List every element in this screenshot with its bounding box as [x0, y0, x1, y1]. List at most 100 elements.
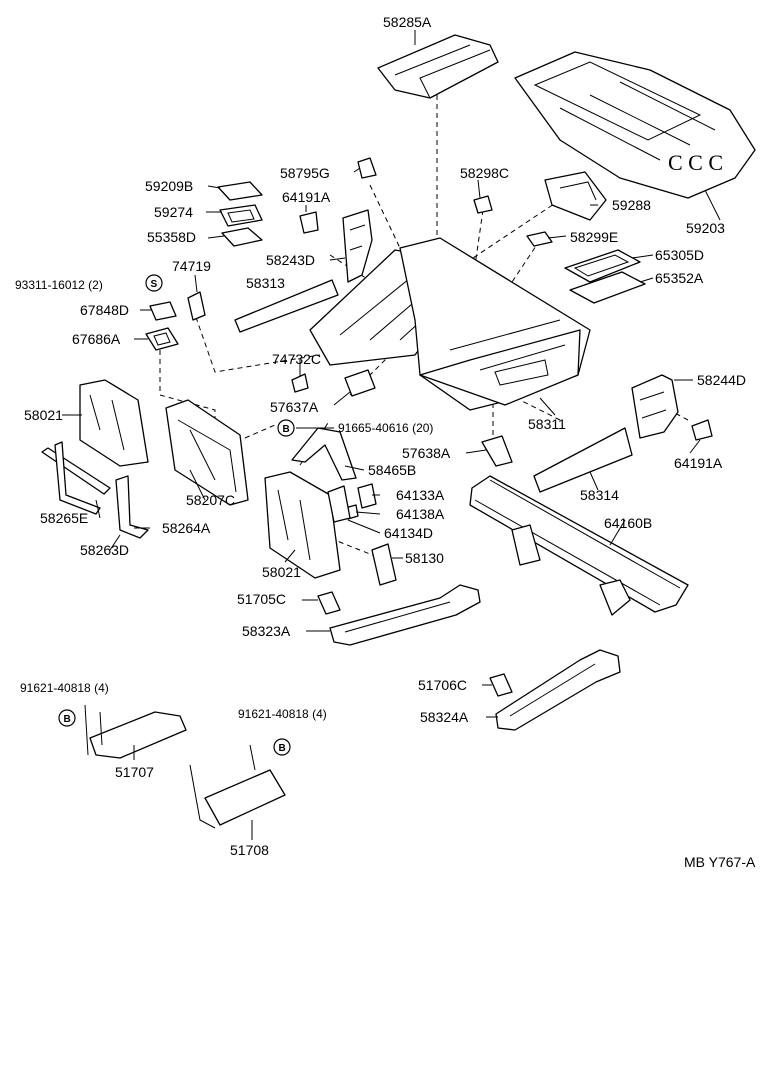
part-57638A-bracket — [481, 435, 513, 467]
label-58265E: 58265E — [40, 510, 88, 526]
label-91621-mid: 91621-40818 (4) — [238, 707, 327, 721]
label-58021-top: 58021 — [24, 407, 63, 423]
svg-text:B: B — [279, 743, 286, 754]
part-58207C-frame — [165, 399, 249, 506]
label-51705C: 51705C — [237, 591, 286, 607]
label-58264A: 58264A — [162, 520, 211, 536]
label-91621-left: 91621-40818 (4) — [20, 681, 109, 695]
part-64191A-clip-top — [299, 211, 319, 234]
part-55358D-clip — [221, 227, 263, 247]
label-59274: 59274 — [154, 204, 193, 220]
label-58263D: 58263D — [80, 542, 129, 558]
label-58243D: 58243D — [266, 252, 315, 268]
part-58244D-bracket — [631, 374, 679, 439]
svg-text:C C C: C C C — [668, 150, 723, 175]
label-59209B: 59209B — [145, 178, 193, 194]
part-74719-hook — [187, 291, 206, 321]
label-55358D: 55358D — [147, 229, 196, 245]
label-67686A: 67686A — [72, 331, 121, 347]
label-64133A: 64133A — [396, 487, 445, 503]
svg-text:S: S — [151, 279, 158, 290]
part-58263D-rail — [54, 441, 101, 515]
part-67848D-pad — [149, 301, 177, 321]
part-51708-step — [189, 744, 286, 829]
part-58313-brace — [234, 279, 339, 333]
label-64138A: 64138A — [396, 506, 445, 522]
part-58795G-clip — [357, 157, 377, 179]
label-58465B: 58465B — [368, 462, 416, 478]
part-58324A-rail — [495, 649, 621, 731]
label-58313: 58313 — [246, 275, 285, 291]
label-93311: 93311-16012 (2) — [15, 278, 103, 292]
part-58465B-bracket — [291, 427, 357, 481]
label-64191A-top: 64191A — [282, 189, 331, 205]
label-64160B: 64160B — [604, 515, 652, 531]
label-51707: 51707 — [115, 764, 154, 780]
part-58021-panel-mid — [264, 471, 341, 579]
label-65305D: 65305D — [655, 247, 704, 263]
part-64160B-crossmember — [469, 475, 689, 616]
part-58311-main-floor — [399, 237, 591, 411]
part-64191A-clip-right — [691, 419, 713, 441]
label-51708: 51708 — [230, 842, 269, 858]
part-58314-brace — [533, 427, 633, 493]
label-58244D: 58244D — [697, 372, 746, 388]
part-57637A-bracket — [344, 369, 376, 397]
label-65352A: 65352A — [655, 270, 704, 286]
label-91665: 91665-40616 (20) — [338, 421, 433, 435]
label-59288: 59288 — [612, 197, 651, 213]
part-59274-grommet — [219, 204, 263, 227]
label-58298C: 58298C — [460, 165, 509, 181]
label-58021-mid: 58021 — [262, 564, 301, 580]
part-64134D-grommet — [327, 485, 351, 523]
part-59203-rear-floor: C C C — [514, 51, 756, 199]
part-58299E-clip — [526, 231, 553, 247]
label-58130: 58130 — [405, 550, 444, 566]
label-74719: 74719 — [172, 258, 211, 274]
leader-lines — [62, 30, 721, 840]
part-51707-step — [84, 704, 187, 759]
part-74732C-clip — [291, 373, 309, 393]
part-51706C-clip — [489, 673, 513, 697]
part-67686A-pad — [145, 327, 179, 351]
label-58285A: 58285A — [383, 14, 432, 30]
part-58243D-bracket — [342, 209, 373, 283]
label-57638A: 57638A — [402, 445, 451, 461]
symbol-s-93311: S — [145, 274, 163, 292]
svg-text:B: B — [64, 714, 71, 725]
part-64133A-clip — [357, 483, 377, 509]
part-65352A-seal — [569, 271, 646, 304]
label-58311: 58311 — [528, 416, 566, 432]
part-65305D-cover — [564, 249, 641, 283]
symbol-b-91665: B — [277, 419, 295, 437]
part-58323A-rail — [329, 584, 481, 646]
symbol-b-91621-left: B — [58, 709, 76, 727]
label-58795G: 58795G — [280, 165, 330, 181]
label-51706C: 51706C — [418, 677, 467, 693]
label-58314: 58314 — [580, 487, 619, 503]
part-58285A-duct — [377, 34, 499, 99]
part-58264A-bracket — [115, 475, 149, 539]
label-74732C: 74732C — [272, 351, 321, 367]
part-51705C-clip — [317, 591, 341, 615]
part-58298C-clip — [473, 195, 493, 214]
svg-text:B: B — [283, 424, 290, 435]
label-67848D: 67848D — [80, 302, 129, 318]
diagram-reference-code: MB Y767-A — [684, 854, 756, 870]
label-58324A: 58324A — [420, 709, 469, 725]
label-58299E: 58299E — [570, 229, 618, 245]
label-59203: 59203 — [686, 220, 725, 236]
part-58265E-rail — [41, 447, 111, 495]
label-57637A: 57637A — [270, 399, 319, 415]
part-59288-bracket — [544, 171, 607, 221]
part-number-labels: 58285A 59203 58795G 58298C 59209B 59288 … — [15, 14, 756, 870]
symbol-b-91621-mid: B — [273, 738, 291, 756]
label-58323A: 58323A — [242, 623, 291, 639]
part-58021-panel-left — [79, 379, 149, 467]
part-59209B-plate — [217, 181, 263, 201]
label-64191A-right: 64191A — [674, 455, 723, 471]
part-58130-plate — [371, 543, 397, 586]
label-64134D: 64134D — [384, 525, 433, 541]
